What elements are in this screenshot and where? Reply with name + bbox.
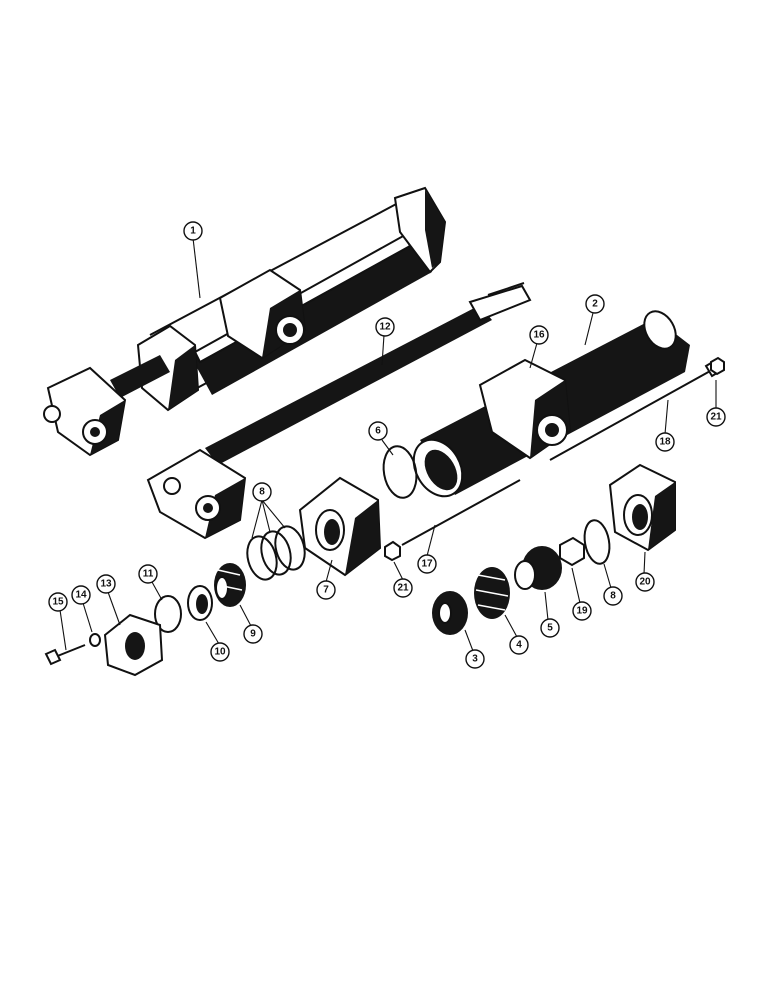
svg-text:8: 8 [610, 591, 616, 602]
svg-text:5: 5 [547, 623, 553, 634]
callout-11: 11 [138, 564, 158, 584]
callout-21-left: 21 [393, 578, 413, 598]
svg-text:18: 18 [659, 437, 671, 448]
svg-text:6: 6 [375, 426, 381, 437]
packing-stack-4 [474, 567, 510, 619]
svg-text:1: 1 [190, 226, 196, 237]
callout-7: 7 [316, 580, 336, 600]
piston-rod [146, 282, 532, 540]
callout-2: 2 [585, 294, 605, 314]
bushing-10 [187, 585, 213, 621]
callout-17: 17 [417, 554, 437, 574]
leader-lines [59, 237, 717, 652]
piston-nut-19 [559, 536, 585, 567]
cap-screw-15 [44, 644, 86, 666]
svg-text:13: 13 [100, 579, 112, 590]
cylinder-barrel [412, 310, 690, 498]
piston-head-5 [514, 546, 562, 590]
callout-14: 14 [71, 585, 91, 605]
svg-text:2: 2 [592, 299, 598, 310]
callout-16: 16 [529, 325, 549, 345]
svg-text:19: 19 [576, 606, 588, 617]
callout-5: 5 [540, 618, 560, 638]
snap-ring-11 [154, 595, 182, 633]
svg-text:9: 9 [250, 629, 256, 640]
callout-12: 12 [375, 317, 395, 337]
callout-1: 1 [183, 221, 203, 241]
callout-21-right: 21 [706, 407, 726, 427]
rear-end-cap-20 [608, 463, 676, 552]
callout-20: 20 [635, 572, 655, 592]
svg-text:12: 12 [379, 322, 391, 333]
o-ring-8 [583, 519, 611, 565]
assembled-cylinder [43, 186, 447, 457]
nut-21-right [710, 356, 725, 376]
svg-text:20: 20 [639, 577, 651, 588]
svg-text:10: 10 [214, 647, 226, 658]
callout-8-left: 8 [252, 482, 272, 502]
seal-stack-9 [214, 563, 246, 607]
nut-21-left [384, 540, 401, 562]
callout-18: 18 [655, 432, 675, 452]
washer-14 [89, 633, 101, 647]
svg-text:4: 4 [516, 640, 522, 651]
callout-9: 9 [243, 624, 263, 644]
callout-8-right: 8 [603, 586, 623, 606]
svg-text:3: 3 [472, 654, 478, 665]
retainer-plate-13 [103, 613, 164, 677]
piston-ring-3 [432, 591, 468, 635]
svg-text:8: 8 [259, 487, 265, 498]
svg-text:7: 7 [323, 585, 329, 596]
shim-stack [246, 525, 306, 581]
callout-4: 4 [509, 635, 529, 655]
svg-text:14: 14 [75, 590, 87, 601]
svg-text:15: 15 [52, 597, 64, 608]
svg-text:17: 17 [421, 559, 433, 570]
svg-text:21: 21 [397, 583, 409, 594]
callout-3: 3 [465, 649, 485, 669]
svg-text:11: 11 [143, 569, 154, 580]
front-gland [298, 476, 382, 577]
svg-text:16: 16 [533, 330, 545, 341]
svg-text:21: 21 [710, 412, 722, 423]
callout-10: 10 [210, 642, 230, 662]
short-tie-rod [401, 479, 521, 546]
callout-6: 6 [368, 421, 388, 441]
callouts: 1 2 3 4 5 6 7 8 8 9 10 11 12 13 14 15 16… [48, 221, 726, 669]
callout-13: 13 [96, 574, 116, 594]
o-ring-6 [382, 445, 418, 499]
callout-19: 19 [572, 601, 592, 621]
callout-15: 15 [48, 592, 68, 612]
